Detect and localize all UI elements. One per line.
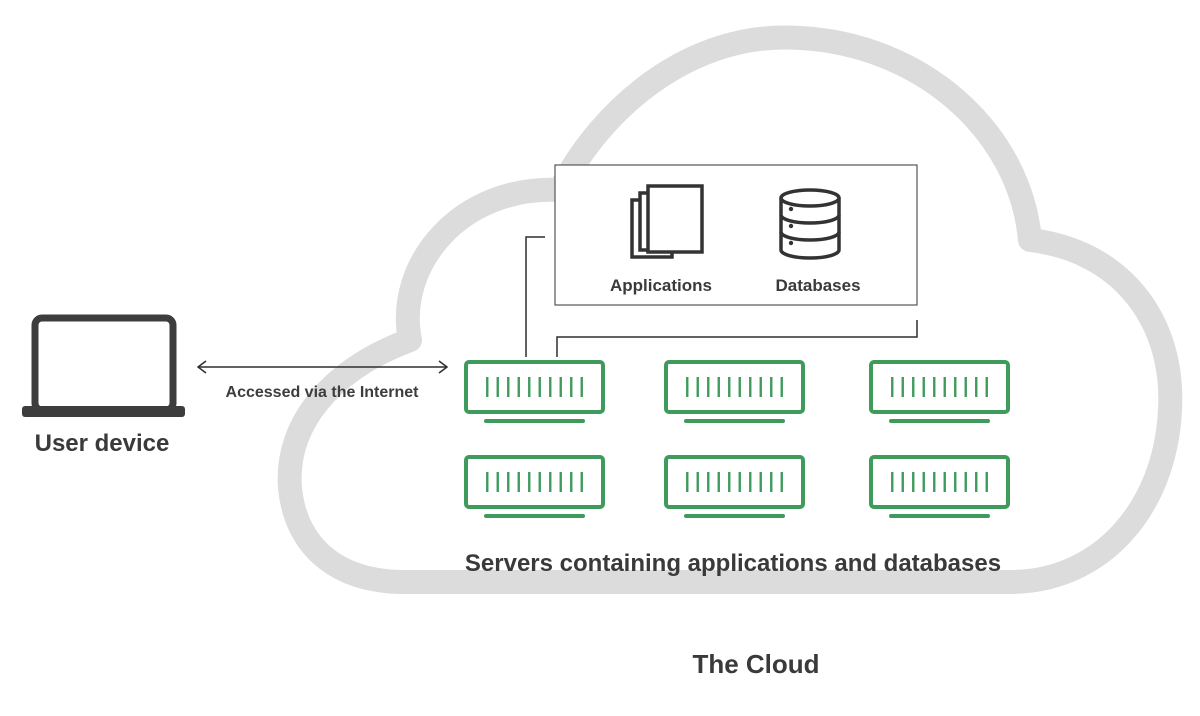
servers-caption: Servers containing applications and data… xyxy=(465,550,1001,577)
databases-label: Databases xyxy=(775,276,860,295)
laptop-icon xyxy=(22,314,185,417)
server-rack-icon xyxy=(664,455,805,518)
server-rack-icon xyxy=(664,360,805,423)
servers-grid xyxy=(464,360,1010,518)
server-rack-icon xyxy=(464,360,605,423)
documents-stack-icon xyxy=(630,184,704,259)
cloud-label: The Cloud xyxy=(692,649,819,679)
server-rack-icon xyxy=(464,455,605,518)
user-device-label: User device xyxy=(35,430,170,457)
connection-label: Accessed via the Internet xyxy=(226,384,420,401)
applications-label: Applications xyxy=(610,276,712,295)
server-rack-icon xyxy=(869,455,1010,518)
database-icon xyxy=(779,188,841,260)
apps-databases-box xyxy=(554,164,918,306)
server-rack-icon xyxy=(869,360,1010,423)
internet-connection-arrow xyxy=(196,360,449,374)
bracket-connector xyxy=(525,236,918,357)
cloud-shape xyxy=(277,25,1183,594)
